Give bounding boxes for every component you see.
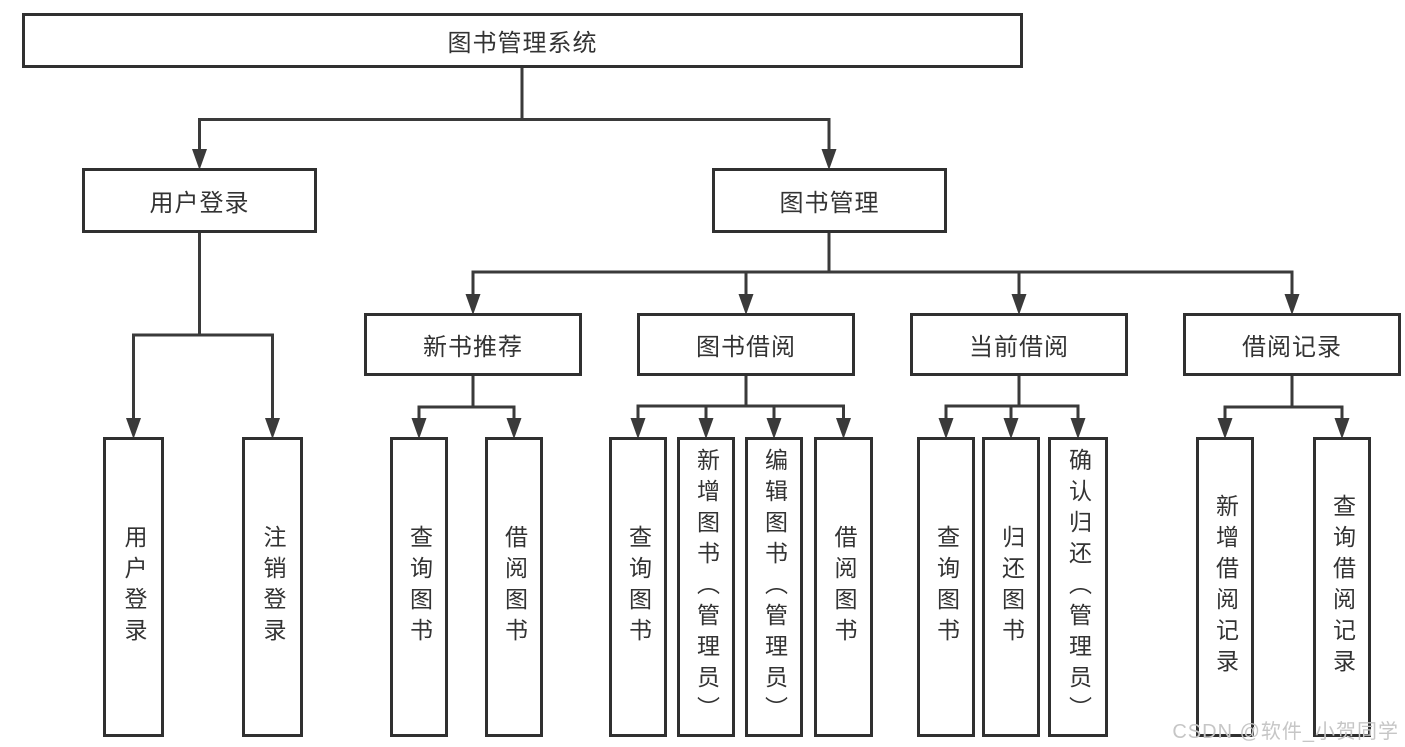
csdn-watermark: CSDN @软件_小贺同学 bbox=[1172, 721, 1399, 743]
node-label: 用户登录 bbox=[121, 525, 147, 649]
leaf-logout: 注销登录 bbox=[242, 437, 303, 737]
node-label: 查询图书 bbox=[625, 525, 652, 649]
node-book-borrowing: 图书借阅 bbox=[637, 313, 855, 376]
node-book-management-system: 图书管理系统 bbox=[22, 13, 1023, 68]
node-label: 确认归还（管理员） bbox=[1065, 447, 1092, 727]
node-label: 图书管理 bbox=[779, 190, 880, 217]
edge-borrow-to-leaves bbox=[636, 376, 845, 421]
edge-recommend-to-leaves bbox=[417, 376, 516, 421]
node-borrowing-records: 借阅记录 bbox=[1183, 313, 1401, 376]
leaf-query-borrow-record: 查询借阅记录 bbox=[1313, 437, 1371, 737]
node-label: 借阅图书 bbox=[831, 525, 857, 649]
leaf-user-login: 用户登录 bbox=[103, 437, 164, 737]
leaf-add-book-admin: 新增图书（管理员） bbox=[677, 437, 735, 737]
node-label: 查询图书 bbox=[406, 525, 433, 649]
leaf-query-books-borrow: 查询图书 bbox=[609, 437, 667, 737]
node-label: 查询图书 bbox=[933, 525, 960, 649]
node-new-book-recommendation: 新书推荐 bbox=[364, 313, 582, 376]
edge-userlogin-to-leaves bbox=[132, 233, 274, 421]
edge-records-to-leaves bbox=[1223, 376, 1344, 421]
leaf-return-books: 归还图书 bbox=[982, 437, 1040, 737]
node-label: 当前借阅 bbox=[969, 334, 1069, 361]
node-label: 图书管理系统 bbox=[447, 30, 598, 57]
node-label: 新书推荐 bbox=[423, 334, 523, 361]
node-label: 新增借阅记录 bbox=[1212, 494, 1239, 680]
node-book-management: 图书管理 bbox=[712, 168, 947, 233]
node-label: 注销登录 bbox=[260, 525, 286, 649]
node-user-login: 用户登录 bbox=[82, 168, 317, 233]
node-label: 借阅记录 bbox=[1242, 334, 1342, 361]
arrowheads bbox=[126, 149, 1350, 439]
leaf-borrow-books-recommend: 借阅图书 bbox=[485, 437, 543, 737]
leaf-confirm-return-admin: 确认归还（管理员） bbox=[1048, 437, 1108, 737]
node-label: 图书借阅 bbox=[696, 334, 796, 361]
node-label: 归还图书 bbox=[998, 525, 1025, 649]
node-label: 借阅图书 bbox=[501, 525, 528, 649]
edge-bookmgmt-to-level3 bbox=[471, 233, 1294, 297]
leaf-add-borrow-record: 新增借阅记录 bbox=[1196, 437, 1254, 737]
node-label: 用户登录 bbox=[149, 190, 250, 217]
leaf-edit-book-admin: 编辑图书（管理员） bbox=[745, 437, 803, 737]
leaf-query-books-current: 查询图书 bbox=[917, 437, 975, 737]
node-label: 编辑图书（管理员） bbox=[761, 447, 788, 727]
node-label: 查询借阅记录 bbox=[1329, 494, 1356, 680]
leaf-query-books-recommend: 查询图书 bbox=[390, 437, 448, 737]
edge-root-to-level2 bbox=[198, 68, 831, 152]
node-current-borrowing: 当前借阅 bbox=[910, 313, 1128, 376]
edge-current-to-leaves bbox=[944, 376, 1080, 421]
leaf-borrow-books: 借阅图书 bbox=[814, 437, 873, 737]
node-label: 新增图书（管理员） bbox=[693, 447, 720, 727]
